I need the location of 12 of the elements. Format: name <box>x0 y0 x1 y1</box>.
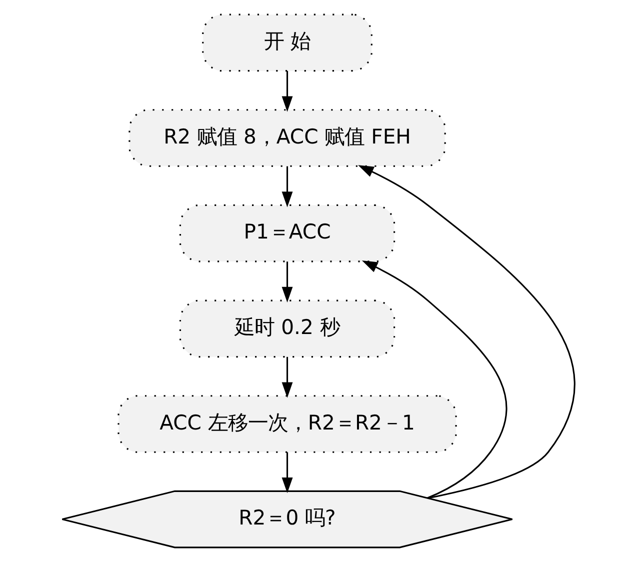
node-box: 开 始 <box>202 14 372 72</box>
arrow <box>282 70 293 112</box>
arrow <box>282 262 293 303</box>
arrow <box>282 356 293 398</box>
arrow <box>282 452 293 494</box>
arrow <box>358 165 576 499</box>
node-box: R2 赋值 8，ACC 赋值 FEH <box>128 109 446 167</box>
node-box: ACC 左移一次，R2＝R2－1 <box>118 395 457 453</box>
arrow <box>362 260 508 499</box>
node-box: P1＝ACC <box>179 204 396 262</box>
node-box: 延时 0.2 秒 <box>179 300 396 358</box>
arrow <box>282 166 293 208</box>
